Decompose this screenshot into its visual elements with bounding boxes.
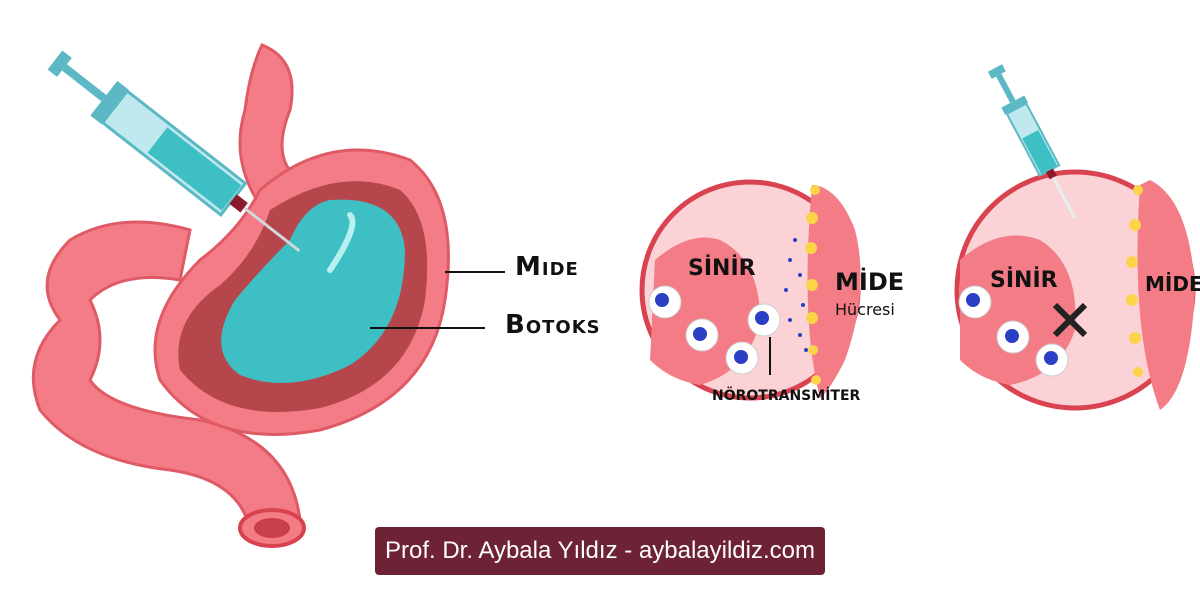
intestine bbox=[31, 220, 302, 532]
cell-label: Hücresi bbox=[835, 300, 895, 319]
stomach-label-2: MİDE bbox=[1145, 272, 1200, 296]
blocked-x-icon bbox=[1052, 302, 1088, 338]
synapse-blocked bbox=[954, 64, 1196, 411]
neurotransmitter-label: NÖROTRANSMİTER bbox=[712, 388, 861, 404]
botox-fluid bbox=[221, 199, 405, 383]
botox-label: Botoks bbox=[505, 310, 601, 340]
syringe-icon bbox=[987, 64, 1077, 219]
author-banner: Prof. Dr. Aybala Yıldız - aybalayildiz.c… bbox=[375, 527, 825, 575]
stomach-label: Mide bbox=[515, 252, 579, 282]
stomach-cell-label: MİDE bbox=[835, 268, 905, 296]
syringe-icon bbox=[47, 50, 301, 253]
synapse-normal bbox=[639, 179, 861, 401]
nerve-label: SİNİR bbox=[688, 256, 756, 281]
nerve-label-2: SİNİR bbox=[990, 268, 1058, 293]
